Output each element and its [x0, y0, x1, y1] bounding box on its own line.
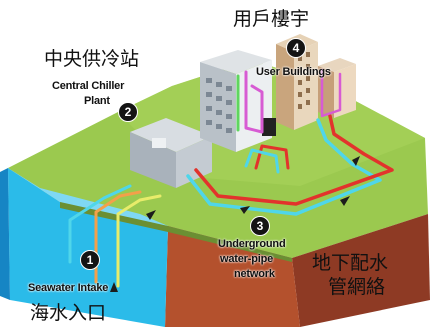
badge-4: 4: [286, 38, 306, 58]
sea-surface: [8, 168, 168, 226]
badge-2: 2: [118, 102, 138, 122]
seawater-pipe-orange: [94, 190, 142, 284]
building-pipe-cyan: [244, 148, 280, 174]
chiller-en-label-2: Plant: [84, 95, 110, 107]
network-pipe-red: [194, 114, 394, 206]
chiller-zh-label: 中央供冷站: [44, 48, 140, 70]
network-pipe-cyan: [186, 118, 382, 216]
network-en-label-2: water-pipe: [220, 253, 274, 265]
user-buildings-en-label: User Buildings: [256, 66, 331, 78]
sea-front: [8, 168, 168, 327]
network-en-label-1: Underground: [218, 238, 286, 250]
soil-front: [165, 226, 300, 327]
tower-pipe-magenta: [320, 68, 342, 118]
sea-side: [0, 168, 10, 300]
network-zh-label-1: 地下配水: [312, 252, 389, 274]
user-buildings-zh-label: 用戶樓宇: [233, 8, 310, 30]
arrow-icon: [110, 156, 360, 292]
badge-1: 1: [80, 250, 100, 270]
seawater-zh-label: 海水入口: [30, 302, 107, 324]
chiller-plant: [130, 118, 212, 188]
badge-3: 3: [250, 216, 270, 236]
network-en-label-3: network: [234, 268, 275, 280]
seawater-en-label: Seawater Intake: [28, 282, 109, 294]
network-zh-label-2: 管網絡: [328, 276, 386, 298]
seawater-pipe-yellow: [116, 194, 162, 288]
chiller-en-label-1: Central Chiller: [52, 80, 125, 92]
building-pipe-magenta: [244, 70, 264, 134]
pipes: [68, 68, 394, 288]
seawater-pipe-cyan: [68, 184, 132, 264]
soil-right: [292, 214, 430, 327]
building-pipe-red: [254, 144, 290, 170]
